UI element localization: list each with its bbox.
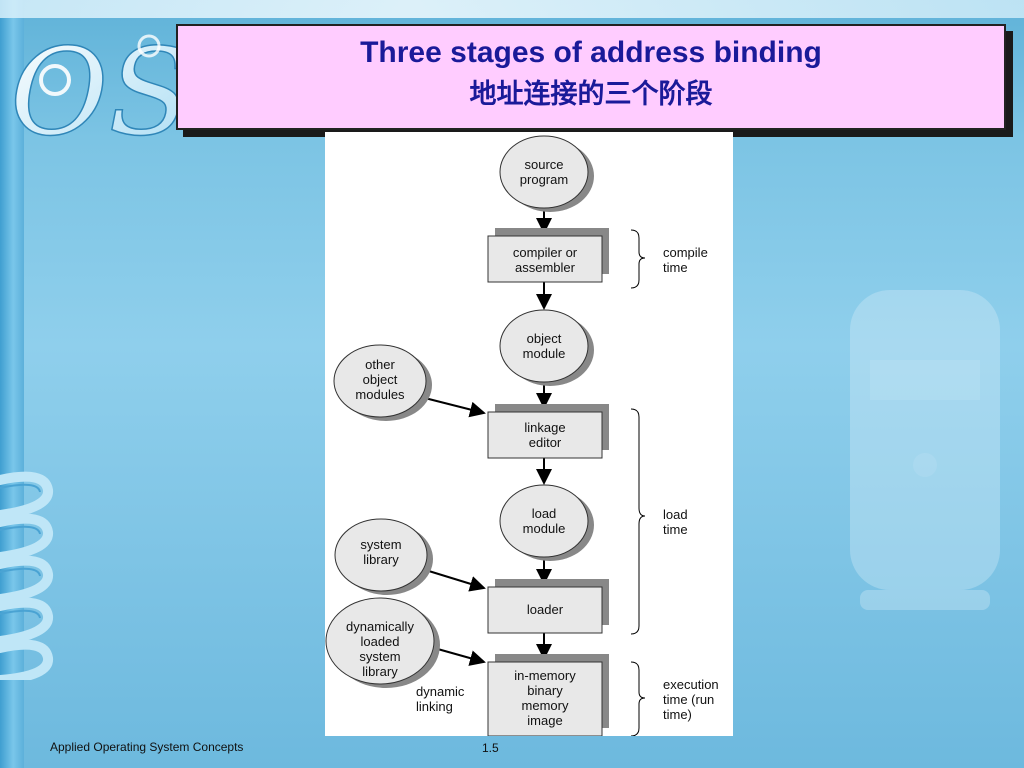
stage-label-text: time)	[663, 707, 692, 722]
node-text: modules	[355, 387, 405, 402]
node-object-module: object module	[499, 309, 594, 386]
node-text: loaded	[360, 634, 399, 649]
node-text: linkage	[524, 420, 565, 435]
diagram-panel: source program compiler or assembler obj…	[325, 132, 733, 737]
node-text: binary	[527, 683, 563, 698]
node-text: memory	[522, 698, 569, 713]
node-text: system	[359, 649, 400, 664]
node-other-object-modules: other object modules	[333, 344, 432, 421]
node-text: library	[362, 664, 398, 679]
node-dynamic-system-library: dynamically loaded system library	[325, 597, 440, 688]
edge-label-text: dynamic	[416, 684, 465, 699]
stage-label-text: compile	[663, 245, 708, 260]
logo-text: OS	[10, 24, 178, 156]
brace-load-time	[630, 408, 646, 635]
node-source-program: source program	[499, 135, 594, 212]
node-system-library: system library	[334, 518, 433, 595]
node-compiler-or-assembler: compiler or assembler	[487, 228, 609, 283]
node-text: image	[527, 713, 562, 728]
node-text: object	[527, 331, 562, 346]
stage-label-execution: execution time (run time)	[663, 677, 719, 722]
stage-braces	[630, 229, 646, 737]
os-logo: OS	[9, 23, 178, 156]
stage-label-load: load time	[663, 507, 688, 537]
stage-label-compile: compile time	[663, 245, 708, 275]
edge-label-dynamic-linking: dynamic linking	[416, 684, 465, 714]
node-text: loader	[527, 602, 564, 617]
stage-label-text: time	[663, 522, 688, 537]
node-text: module	[523, 346, 566, 361]
stage-label-text: execution	[663, 677, 719, 692]
node-text: assembler	[515, 260, 576, 275]
computer-decoration	[850, 290, 1000, 610]
brace-execution-time	[630, 661, 646, 737]
address-binding-diagram: source program compiler or assembler obj…	[325, 135, 719, 737]
stage-label-text: load	[663, 507, 688, 522]
footer-page-number: 1.5	[482, 741, 499, 755]
node-text: module	[523, 521, 566, 536]
node-text: in-memory	[514, 668, 576, 683]
node-loader: loader	[487, 579, 609, 634]
stage-label-text: time	[663, 260, 688, 275]
slide-subtitle: 地址连接的三个阶段	[469, 79, 713, 109]
node-linkage-editor: linkage editor	[487, 404, 609, 459]
node-text: dynamically	[346, 619, 414, 634]
stage-label-text: time (run	[663, 692, 714, 707]
node-text: other	[365, 357, 395, 372]
footer-course-title: Applied Operating System Concepts	[50, 740, 244, 754]
node-text: library	[363, 552, 399, 567]
node-text: load	[532, 506, 557, 521]
node-text: program	[520, 172, 568, 187]
brace-compile-time	[630, 229, 646, 289]
node-text: source	[524, 157, 563, 172]
top-glow-band	[0, 0, 1024, 18]
edge-label-text: linking	[416, 699, 453, 714]
node-load-module: load module	[499, 484, 594, 561]
slide-title: Three stages of address binding	[360, 36, 822, 69]
node-text: system	[360, 537, 401, 552]
node-text: compiler or	[513, 245, 578, 260]
node-in-memory-image: in-memory binary memory image	[487, 654, 609, 737]
node-text: editor	[529, 435, 562, 450]
coil-decoration	[0, 471, 53, 680]
title-box: Three stages of address binding 地址连接的三个阶…	[176, 24, 1006, 130]
node-text: object	[363, 372, 398, 387]
